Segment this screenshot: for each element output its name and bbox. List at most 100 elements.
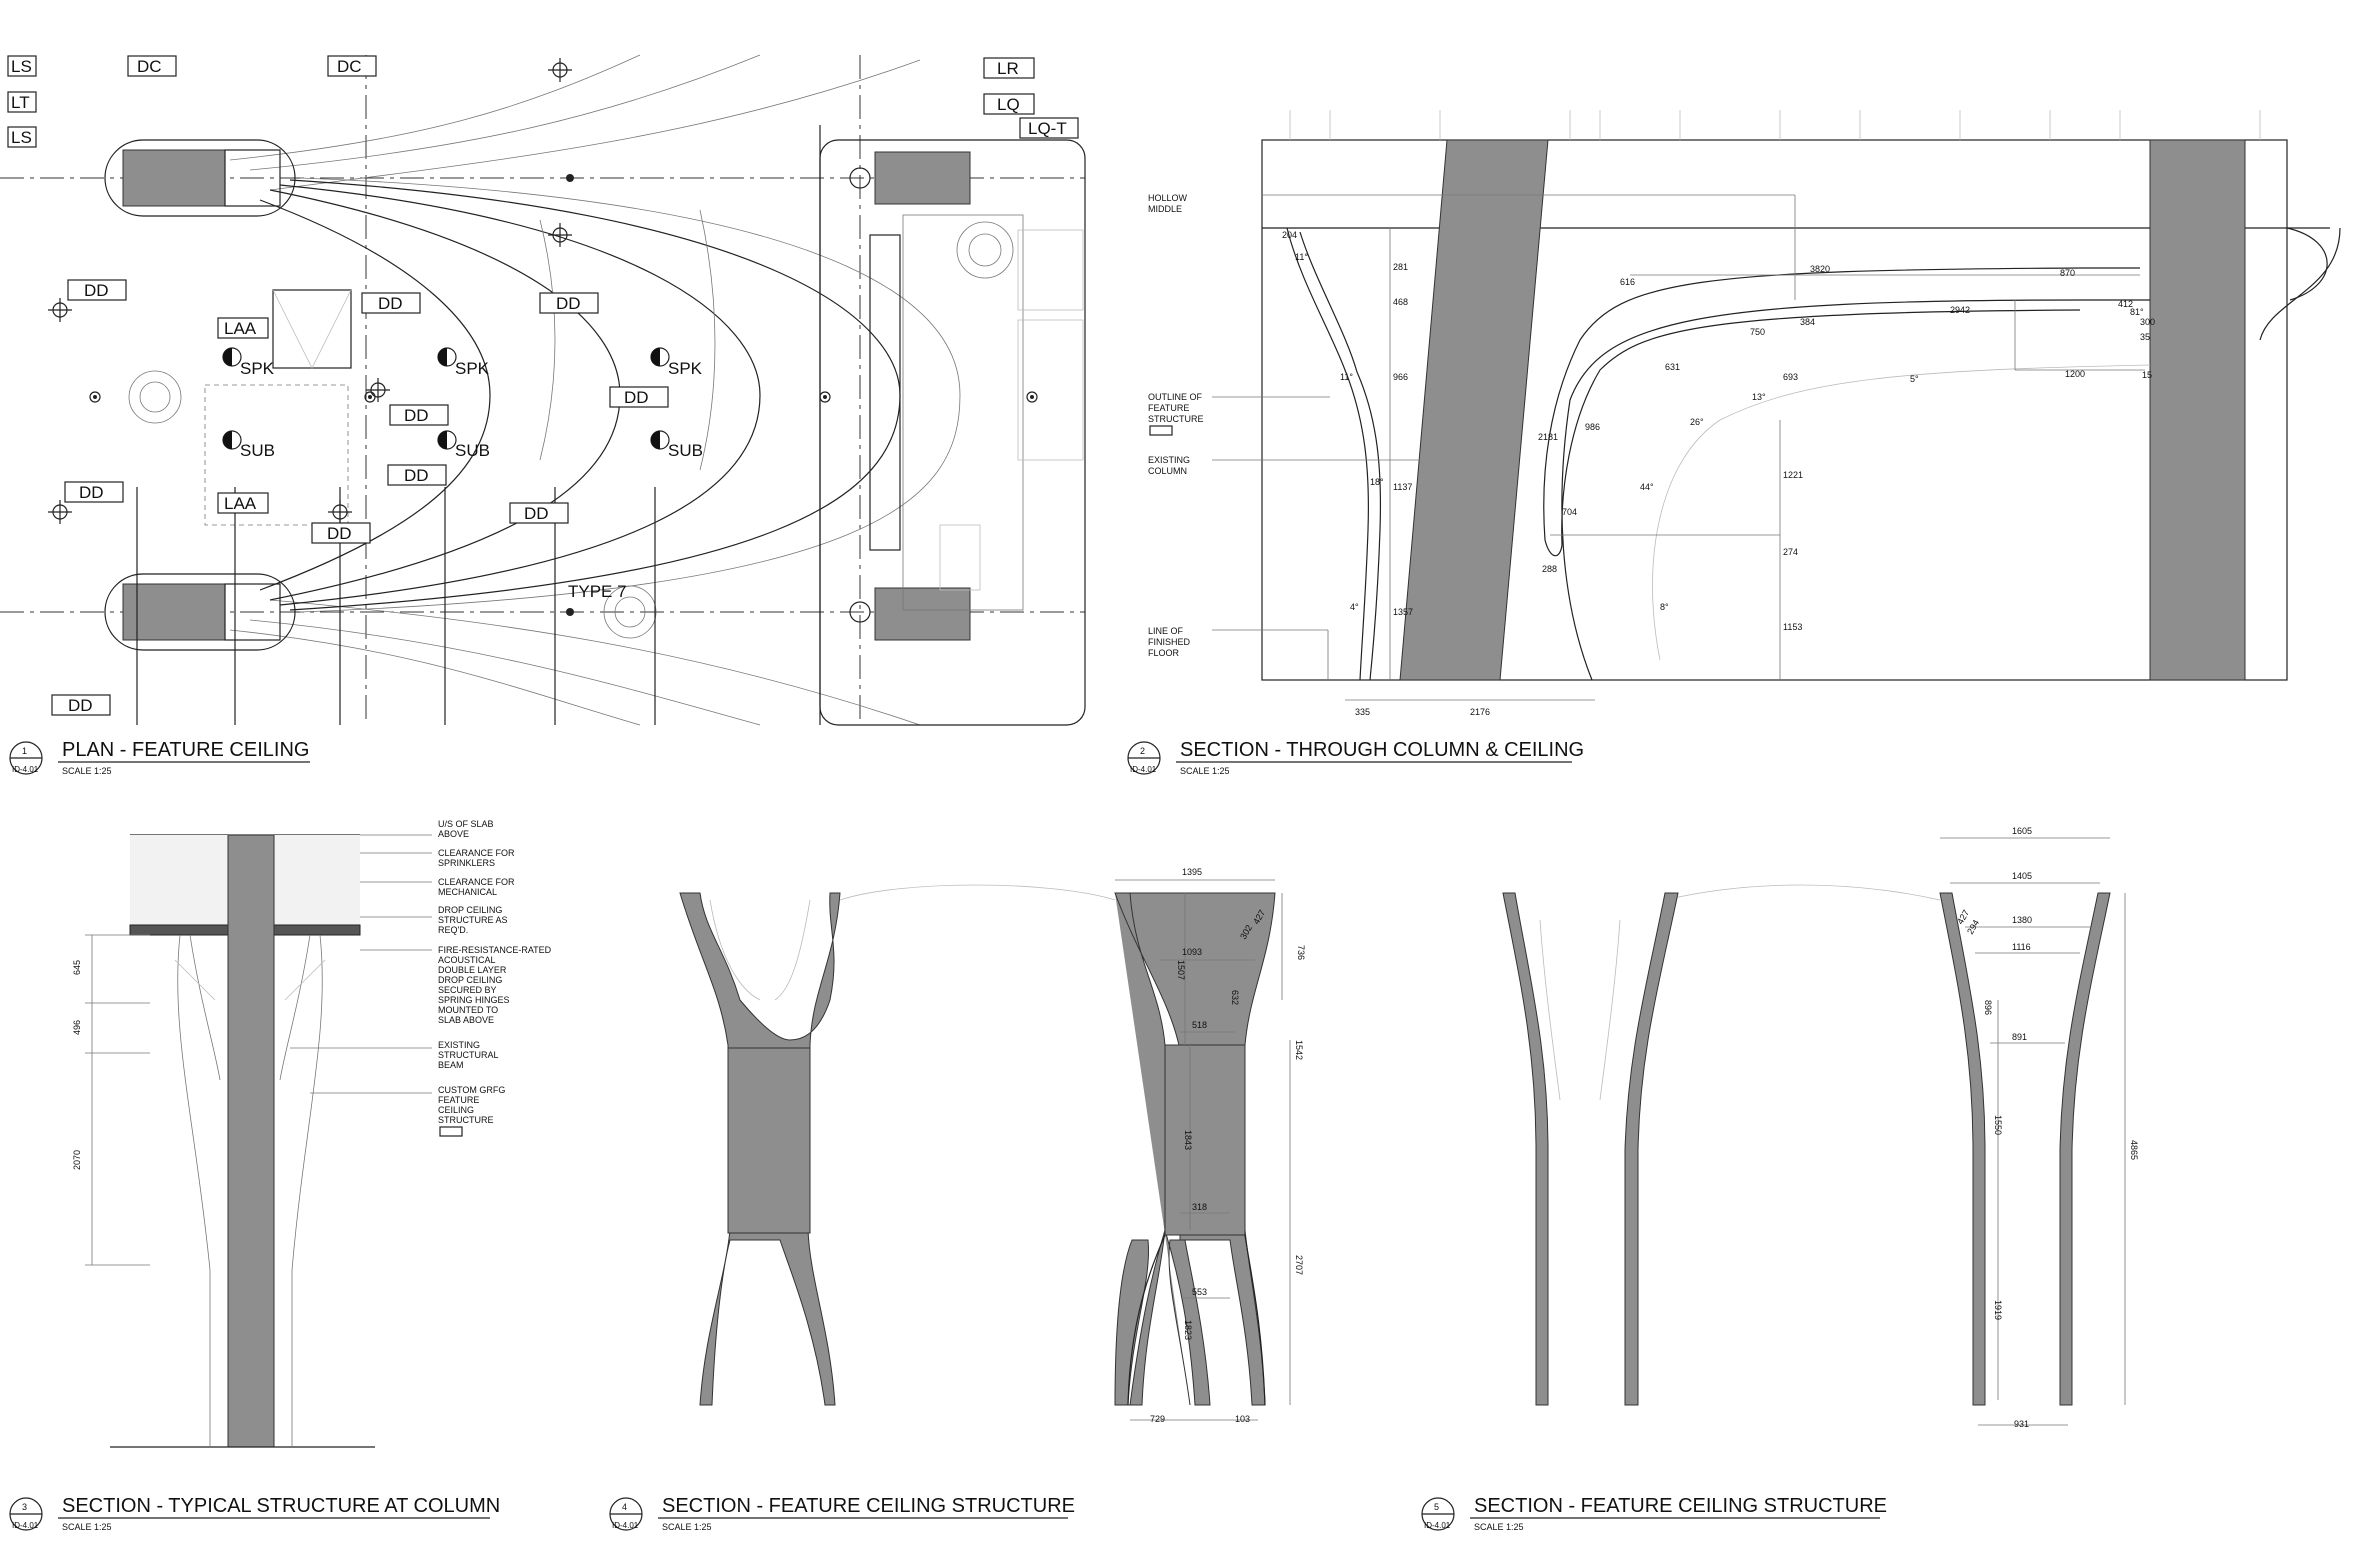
svg-text:CLEARANCE FOR: CLEARANCE FOR [438,848,515,858]
svg-text:1507: 1507 [1176,960,1186,980]
crosshair-icon [548,223,572,247]
column-capsule-bottom [104,573,296,651]
svg-text:986: 986 [1585,422,1600,432]
tag-dd: DD [378,294,403,313]
svg-text:18°: 18° [1370,477,1384,487]
section2-notes: HOLLOW MIDDLE OUTLINE OF FEATURE STRUCTU… [1148,193,1204,658]
svg-text:294: 294 [1965,918,1981,936]
tag-dd: DD [524,504,549,523]
svg-text:SCALE 1:25: SCALE 1:25 [62,1522,112,1532]
svg-text:1550: 1550 [1993,1115,2003,1135]
svg-text:STRUCTURE: STRUCTURE [438,1115,494,1125]
section-through-column: HOLLOW MIDDLE OUTLINE OF FEATURE STRUCTU… [1148,110,2341,717]
svg-text:FIRE-RESISTANCE-RATED: FIRE-RESISTANCE-RATED [438,945,552,955]
tag-lq: LQ [997,95,1020,114]
section-feature-ceiling-4: 1395 736 1093 302 427 1507 632 518 1542 … [679,867,1306,1424]
right-columns [819,139,1086,726]
svg-text:3: 3 [22,1502,27,1512]
svg-text:MOUNTED TO: MOUNTED TO [438,1005,498,1015]
subwoofer-icon [222,430,242,450]
svg-text:LINE OF: LINE OF [1148,626,1184,636]
svg-text:3820: 3820 [1810,264,1830,274]
svg-text:SCALE 1:25: SCALE 1:25 [1474,1522,1524,1532]
svg-text:1405: 1405 [2012,871,2032,881]
svg-text:FINISHED: FINISHED [1148,637,1191,647]
svg-text:PLAN - FEATURE CEILING: PLAN - FEATURE CEILING [62,739,309,761]
svg-text:STRUCTURAL: STRUCTURAL [438,1050,499,1060]
svg-text:44°: 44° [1640,482,1654,492]
svg-text:1137: 1137 [1393,482,1412,492]
svg-text:729: 729 [1150,1414,1165,1424]
svg-text:4°: 4° [1350,602,1359,612]
svg-text:2070: 2070 [72,1150,82,1170]
tag-dd: DD [404,406,429,425]
tag-dd: DD [327,524,352,543]
crosshair-icon [48,500,72,524]
svg-text:704: 704 [1562,507,1577,517]
tag-dd: DD [404,466,429,485]
tag-dc: DC [137,57,162,76]
title-block-1: 1 ID-4.01 PLAN - FEATURE CEILING SCALE 1… [9,739,310,776]
tag-spk: SPK [455,359,490,378]
svg-text:ID-4.01: ID-4.01 [612,1521,639,1530]
svg-text:2176: 2176 [1470,707,1490,717]
fixtures [89,125,1038,725]
crosshair-icons [48,58,572,524]
title-block-2: 2 ID-4.01 SECTION - THROUGH COLUMN & CEI… [1127,739,1584,776]
crosshair-icon [366,378,390,402]
svg-text:204: 204 [1282,230,1297,240]
svg-text:736: 736 [1296,945,1306,960]
svg-text:1357: 1357 [1393,607,1413,617]
svg-text:891: 891 [2012,1032,2027,1042]
tag-lq-t: LQ-T [1028,119,1067,138]
svg-text:REQ'D.: REQ'D. [438,925,468,935]
svg-text:693: 693 [1783,372,1798,382]
section2-dims: 204 281 468 966 1137 1357 335 2176 3820 … [1282,230,2155,717]
svg-text:SCALE 1:25: SCALE 1:25 [62,766,112,776]
svg-text:15: 15 [2142,370,2152,380]
svg-text:931: 931 [2014,1419,2029,1429]
svg-text:1843: 1843 [1183,1130,1193,1150]
svg-text:616: 616 [1620,277,1635,287]
tag-ls: LS [11,57,32,76]
svg-text:SECTION - THROUGH COLUMN & CEI: SECTION - THROUGH COLUMN & CEILING [1180,739,1584,761]
sprinkler-icons [222,347,670,450]
svg-text:318: 318 [1192,1202,1207,1212]
tag-dd: DD [84,281,109,300]
svg-text:1093: 1093 [1182,947,1202,957]
svg-text:2181: 2181 [1538,432,1558,442]
svg-text:CUSTOM GRFG: CUSTOM GRFG [438,1085,505,1095]
svg-text:EXISTING: EXISTING [438,1040,480,1050]
tag-laa: LAA [224,494,257,513]
svg-text:SPRING HINGES: SPRING HINGES [438,995,510,1005]
svg-text:CEILING: CEILING [438,1105,474,1115]
section-feature-ceiling-5: 1605 1405 1380 1116 427 294 891 896 1550… [1502,826,2139,1429]
svg-text:1395: 1395 [1182,867,1202,877]
existing-column [1399,139,1549,681]
subwoofer-icon [650,430,670,450]
svg-text:CLEARANCE FOR: CLEARANCE FOR [438,877,515,887]
crosshair-icon [328,500,352,524]
svg-text:MIDDLE: MIDDLE [1148,204,1182,214]
svg-text:OUTLINE OF: OUTLINE OF [1148,392,1203,402]
svg-text:SPRINKLERS: SPRINKLERS [438,858,495,868]
svg-text:5°: 5° [1910,374,1919,384]
tag-sub: SUB [240,441,275,460]
svg-text:870: 870 [2060,268,2075,278]
svg-text:2707: 2707 [1294,1255,1304,1275]
crosshair-icon [548,58,572,82]
svg-text:1221: 1221 [1783,470,1803,480]
svg-text:103: 103 [1235,1414,1250,1424]
tag-sub: SUB [455,441,490,460]
svg-text:11°: 11° [1295,252,1308,262]
section5-dims: 1605 1405 1380 1116 427 294 891 896 1550… [1955,826,2139,1429]
sprinkler-icon [222,347,242,367]
svg-text:518: 518 [1192,1020,1207,1030]
svg-text:412: 412 [2118,299,2133,309]
svg-text:DROP CEILING: DROP CEILING [438,975,502,985]
svg-text:4865: 4865 [2129,1140,2139,1160]
svg-text:COLUMN: COLUMN [1148,466,1187,476]
title-block-3: 3 ID-4.01 SECTION - TYPICAL STRUCTURE AT… [9,1495,500,1532]
svg-text:1: 1 [22,746,27,756]
svg-text:FEATURE: FEATURE [438,1095,479,1105]
